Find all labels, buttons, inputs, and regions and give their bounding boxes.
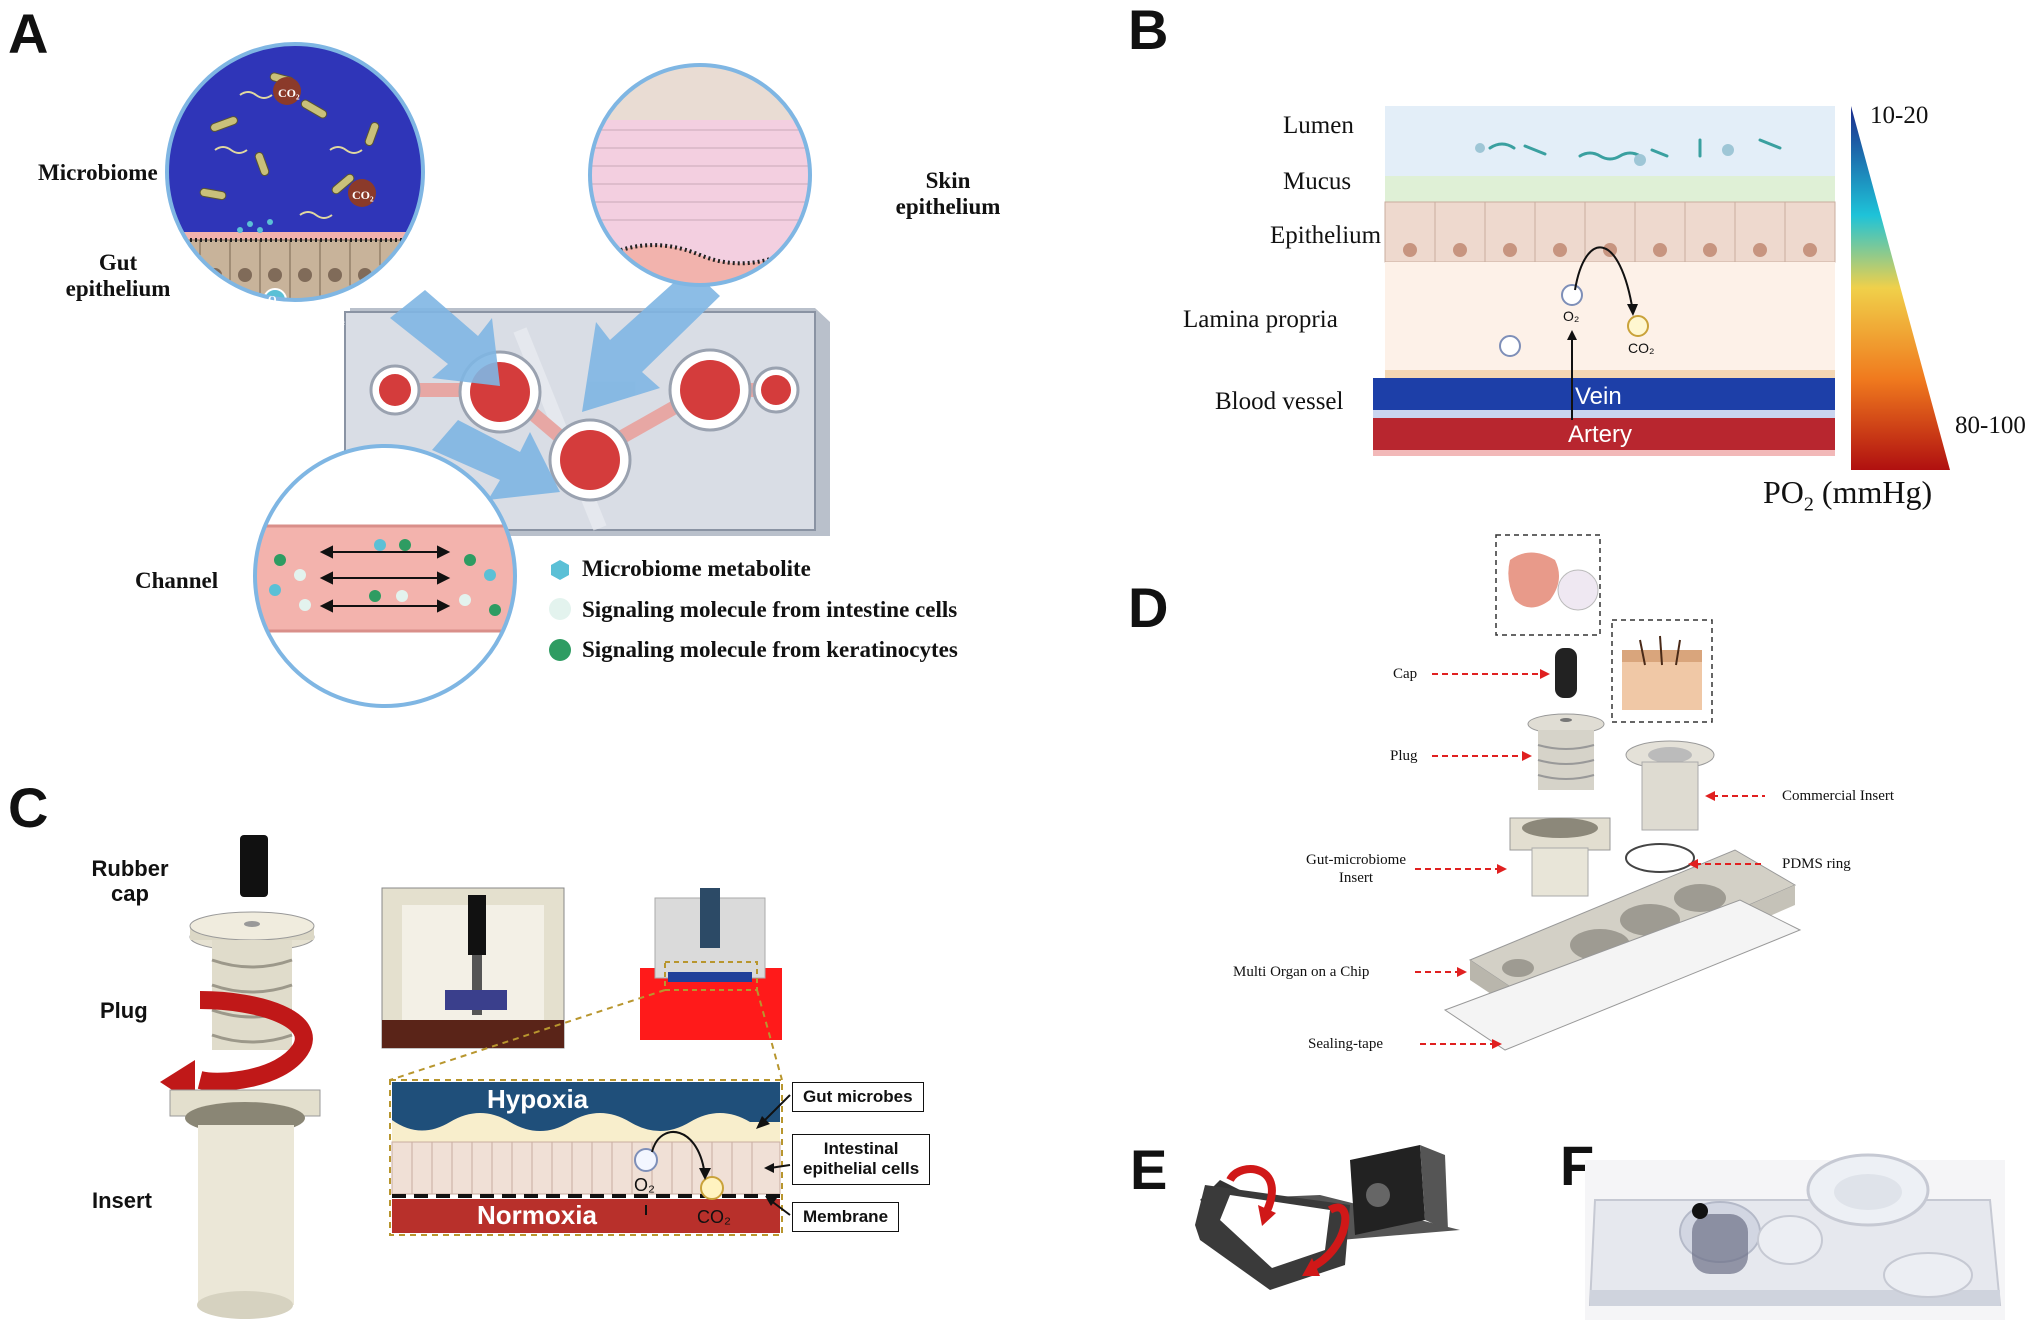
gut-o2-label-3: O₂ <box>368 297 380 309</box>
c-insert-label: Insert <box>92 1188 152 1213</box>
d-gut-insert-label: Gut-microbiome Insert <box>1306 852 1406 886</box>
c-co2-label: CO₂ <box>697 1207 731 1227</box>
skin-icon <box>1622 635 1702 710</box>
panel-a-illustration <box>165 42 830 708</box>
scale-title: PO2 (mmHg) <box>1763 474 1933 516</box>
d-commercial-insert-label: Commercial Insert <box>1782 788 1895 804</box>
layer-lamina-propria: Lamina propria <box>1183 306 1338 333</box>
d-plug-label: Plug <box>1390 748 1418 764</box>
artery-label: Artery <box>1568 421 1633 448</box>
scale-top-label: 10-20 <box>1870 102 1929 129</box>
b-o2-label: O₂ <box>1563 308 1580 324</box>
gut-o2-label: O₂ <box>268 294 280 306</box>
intestine-icon <box>1508 552 1599 611</box>
vein-label: Vein <box>1575 383 1622 410</box>
channel-label: Channel <box>135 568 219 593</box>
c-o2-label: O₂ <box>634 1175 655 1195</box>
intestinal-cells-callout: Intestinal epithelial cells <box>792 1134 931 1185</box>
legend-intestine-signal: Signaling molecule from intestine cells <box>582 597 958 622</box>
gut-microbes-callout: Gut microbes <box>792 1082 924 1113</box>
legend-markers <box>549 560 571 661</box>
panel-d-label: D <box>1128 576 1169 639</box>
layer-epithelium: Epithelium <box>1270 222 1382 249</box>
b-co2-label: CO₂ <box>1628 340 1655 356</box>
layer-blood-vessel: Blood vessel <box>1215 388 1344 415</box>
gut-co2-label: CO₂ <box>278 86 300 100</box>
d-cap-label: Cap <box>1393 666 1418 682</box>
panel-e-label: E <box>1130 1138 1168 1201</box>
gut-epithelium-label: Gut epithelium <box>65 250 171 302</box>
scale-bottom-label: 80-100 <box>1955 412 2026 439</box>
gut-co2-label-2: CO₂ <box>352 188 374 202</box>
panel-c-label: C <box>8 776 49 839</box>
flow-arrows <box>390 268 720 500</box>
gut-o2-label-2: O₂ <box>333 314 345 326</box>
d-sealing-tape-label: Sealing-tape <box>1308 1036 1383 1052</box>
d-multi-organ-label: Multi Organ on a Chip <box>1233 964 1370 980</box>
legend-metabolite: Microbiome metabolite <box>582 556 811 581</box>
epithelium-row <box>1384 201 1836 263</box>
skin-epithelium-label: Skin epithelium <box>895 168 1001 220</box>
rubber-cap-label: Rubber cap <box>91 856 169 907</box>
d-pdms-ring-label: PDMS ring <box>1782 856 1851 872</box>
membrane-callout: Membrane <box>792 1202 900 1233</box>
hypoxia-label: Hypoxia <box>487 1084 589 1114</box>
panel-b-label: B <box>1128 0 1169 61</box>
channel-circle <box>255 446 515 706</box>
microbiome-label: Microbiome <box>38 160 158 185</box>
normoxia-label: Normoxia <box>477 1200 597 1230</box>
layer-mucus: Mucus <box>1283 168 1352 195</box>
panel-b-illustration <box>1373 106 1950 470</box>
po2-gradient <box>1851 106 1950 470</box>
c-plug-label: Plug <box>100 998 148 1023</box>
chip-wells <box>369 348 800 502</box>
layer-lumen: Lumen <box>1283 112 1354 139</box>
panel-a-label: A <box>8 2 49 65</box>
legend-keratinocyte-signal: Signaling molecule from keratinocytes <box>582 637 958 662</box>
